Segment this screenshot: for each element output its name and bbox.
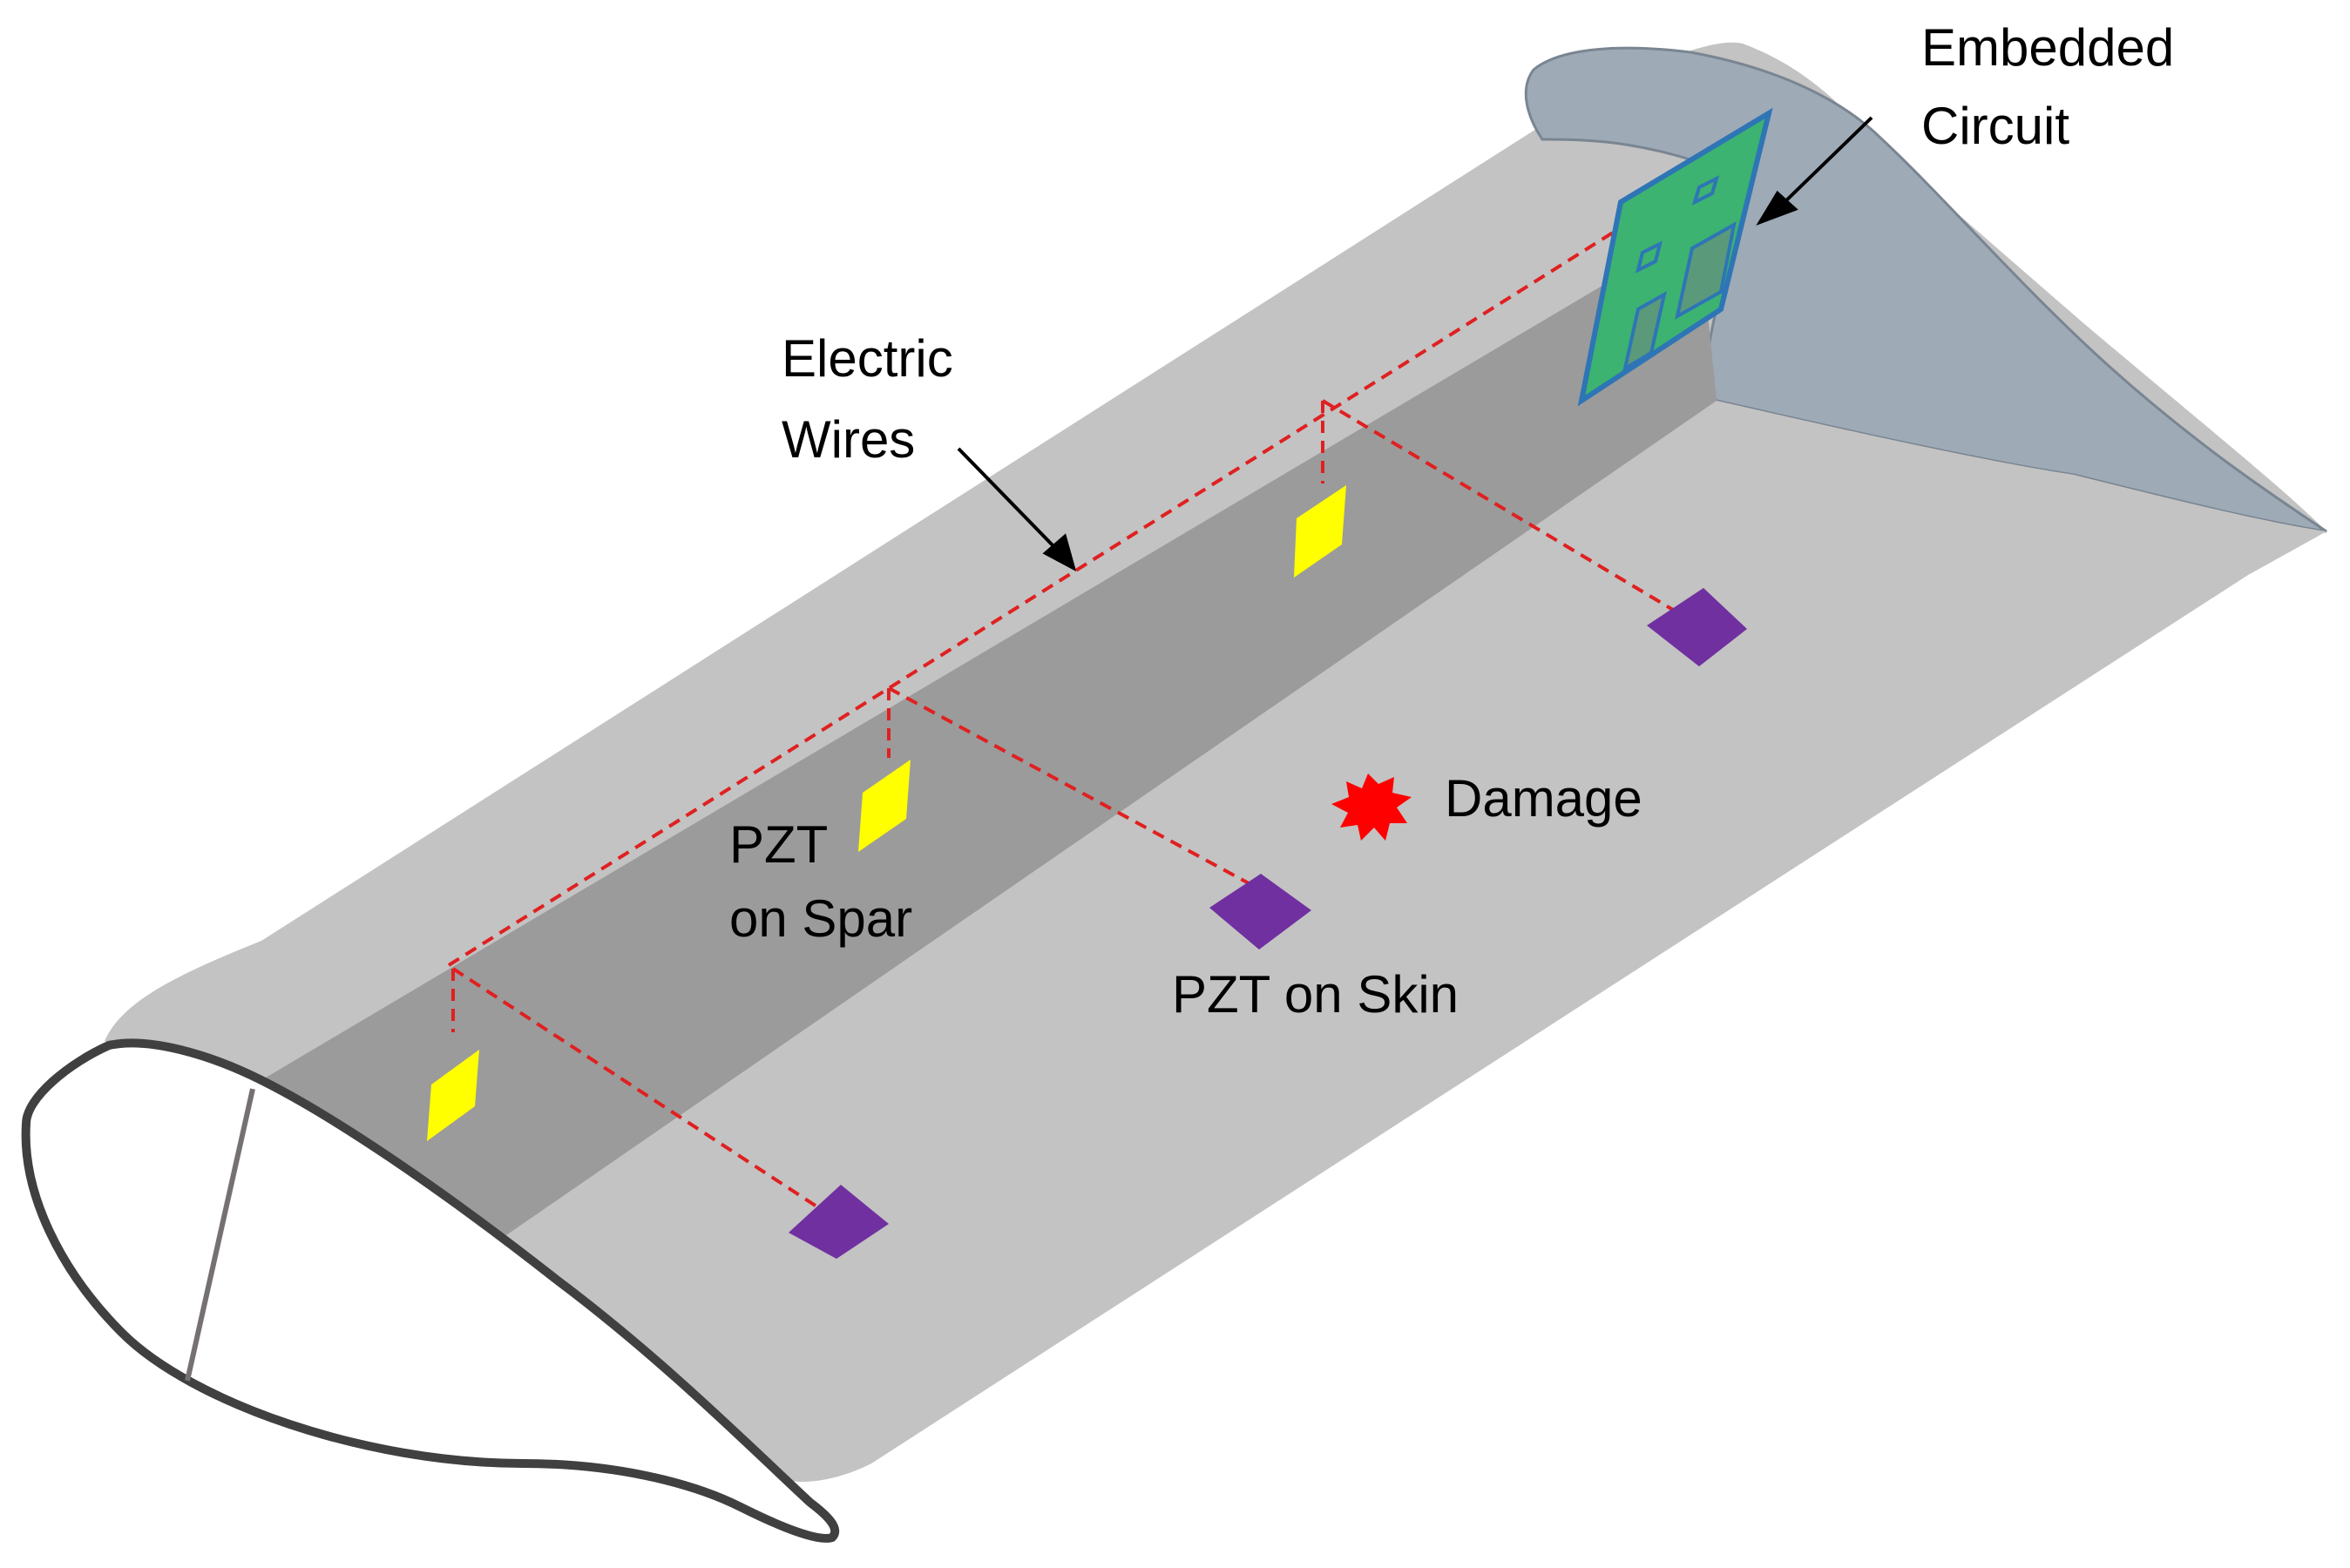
pzt-spar-sensor xyxy=(427,1050,479,1141)
pzt-skin-sensor xyxy=(789,1185,889,1259)
wire-branch-1-skin xyxy=(451,967,825,1213)
circuit-chip xyxy=(1675,221,1737,320)
airfoil-tip-profile xyxy=(21,1038,840,1543)
embedded-circuit-arrowhead xyxy=(1756,190,1798,226)
pzt-spar-sensor xyxy=(1294,485,1346,578)
circuit-chip xyxy=(1622,291,1667,373)
pzt-skin-sensors xyxy=(789,588,1747,1259)
spar-web xyxy=(261,228,1717,1272)
pzt-spar-sensor xyxy=(858,760,911,852)
pzt-skin-sensor xyxy=(1647,588,1747,666)
electric-wires-arrow-line xyxy=(957,447,1058,551)
lower-skin-surface xyxy=(453,401,2326,1482)
electric-wires-label-line1: Electric xyxy=(782,329,953,388)
callout-arrows xyxy=(957,116,1873,571)
electric-wires xyxy=(447,220,1675,1213)
circuit-board-body xyxy=(1577,107,1773,407)
spar-tip-edge xyxy=(185,1088,255,1382)
embedded-circuit-board xyxy=(1577,107,1773,407)
damage-marker xyxy=(1331,774,1412,841)
embedded-circuit-label-line2: Circuit xyxy=(1921,97,2069,155)
circuit-chip xyxy=(1691,175,1720,206)
wire-branch-3-skin xyxy=(1321,399,1675,612)
damage-label: Damage xyxy=(1445,769,1642,828)
wire-branch-2-skin xyxy=(888,686,1251,886)
electric-wires-label-line2: Wires xyxy=(782,410,915,469)
embedded-circuit-arrow-line xyxy=(1780,116,1873,206)
pzt-spar-sensors xyxy=(427,485,1346,1141)
pzt-on-spar-label-line2: on Spar xyxy=(729,889,912,948)
pzt-skin-sensor xyxy=(1209,874,1311,950)
electric-wires-arrowhead xyxy=(1042,533,1077,571)
main-wire xyxy=(447,220,1631,967)
pzt-on-skin-label: PZT on Skin xyxy=(1172,965,1459,1024)
circuit-chip xyxy=(1636,240,1663,274)
pzt-on-spar-label-line1: PZT xyxy=(729,815,828,874)
embedded-circuit-label-line1: Embedded xyxy=(1921,18,2174,77)
